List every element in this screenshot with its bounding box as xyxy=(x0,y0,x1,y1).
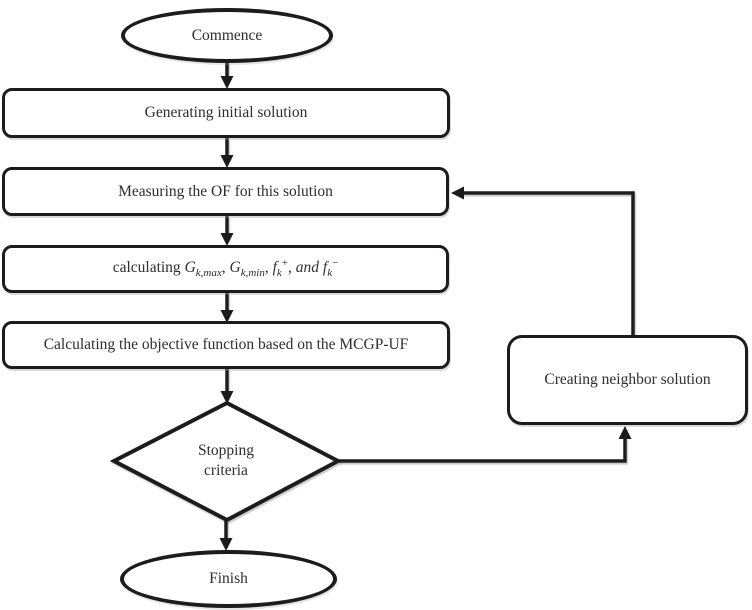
arrowhead-stopping-finish xyxy=(219,538,233,551)
edge-stopping-neighbor xyxy=(338,437,627,463)
edge-neighbor-measure xyxy=(462,191,635,335)
node-generating-initial-solution: Generating initial solution xyxy=(2,88,450,138)
arrowhead-calculate-objective xyxy=(220,310,234,323)
node-stopping-criteria: Stopping criteria xyxy=(184,438,268,484)
arrowhead-neighbor-measure xyxy=(451,186,464,200)
node-calculate-label: calculating Gk,max, Gk,min, fk+, and fk− xyxy=(112,257,339,280)
node-measuring-of: Measuring the OF for this solution xyxy=(2,167,449,216)
arrowhead-stopping-neighbor xyxy=(618,426,632,439)
node-commence: Commence xyxy=(121,8,333,63)
arrowheads xyxy=(219,76,632,551)
node-calculating-values: calculating Gk,max, Gk,min, fk+, and fk− xyxy=(2,245,449,293)
node-measure-label: Measuring the OF for this solution xyxy=(118,182,333,200)
node-objective-label: Calculating the objective function based… xyxy=(43,336,409,354)
node-commence-label: Commence xyxy=(191,26,263,44)
arrowhead-objective-stopping xyxy=(220,391,234,404)
node-stopping-label: Stopping criteria xyxy=(198,441,254,479)
node-calculating-objective-function: Calculating the objective function based… xyxy=(2,321,450,369)
arrowhead-measure-calculate xyxy=(220,233,234,246)
node-finish-label: Finish xyxy=(209,570,248,588)
node-neighbor-label: Creating neighbor solution xyxy=(544,371,711,389)
connector-lines xyxy=(224,62,635,540)
node-finish: Finish xyxy=(120,550,337,608)
arrowhead-commence-generate xyxy=(220,76,234,89)
arrowhead-generate-measure xyxy=(220,155,234,168)
node-generate-label: Generating initial solution xyxy=(144,104,308,122)
node-creating-neighbor-solution: Creating neighbor solution xyxy=(507,335,748,425)
